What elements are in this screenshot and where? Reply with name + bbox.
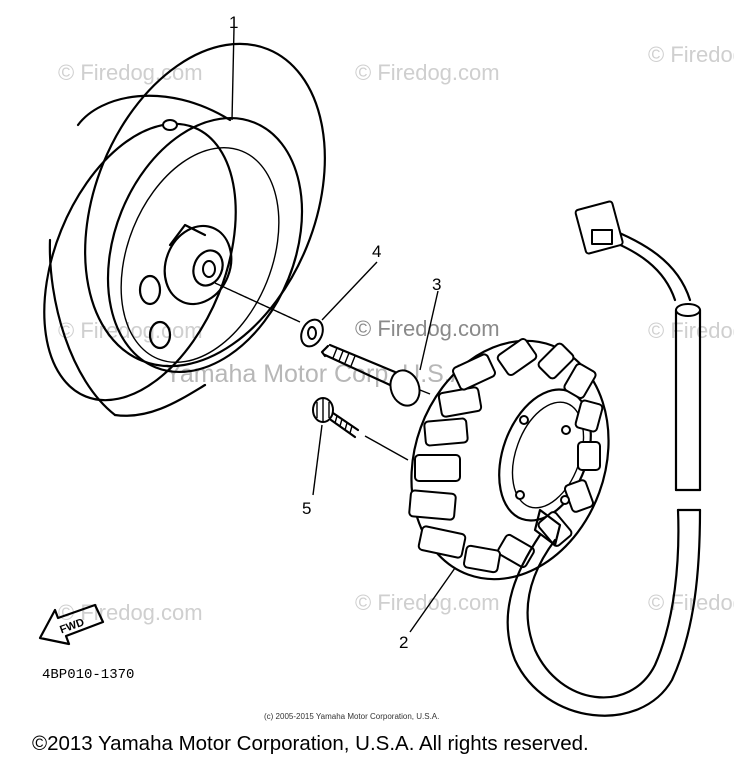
watermark-firedog: © Firedog.com [58, 600, 203, 625]
callout-labels: 1 2 3 4 5 [229, 13, 441, 652]
callout-2: 2 [399, 633, 408, 652]
bolt-drawing [320, 343, 431, 407]
watermark-layer: © Firedog.com © Firedog.com © Firedog.co… [58, 42, 734, 625]
watermark-yamaha: Yamaha Motor Corp. U.S.A. [165, 360, 474, 388]
footer-copyright: ©2013 Yamaha Motor Corporation, U.S.A. A… [32, 732, 589, 755]
watermark-firedog: © Firedog.com [648, 318, 734, 343]
callout-1: 1 [229, 13, 238, 32]
diagram-reference-code: 4BP010-1370 [42, 667, 134, 683]
small-copyright: (c) 2005-2015 Yamaha Motor Corporation, … [264, 712, 439, 721]
watermark-firedog: © Firedog.com [648, 42, 734, 67]
screw-drawing [312, 397, 409, 461]
callout-3: 3 [432, 275, 441, 294]
watermark-firedog: © Firedog.com [648, 590, 734, 615]
stator-coil-drawing [408, 337, 610, 581]
leader-lines [231, 27, 456, 633]
callout-5: 5 [302, 499, 311, 518]
callout-4: 4 [372, 242, 381, 261]
stator-poles [408, 337, 604, 574]
flywheel-rotor-drawing [43, 42, 326, 417]
washer-drawing [300, 318, 324, 348]
wire-harness-drawing [506, 200, 702, 717]
watermark-firedog: © Firedog.com [355, 590, 500, 615]
watermark-firedog: © Firedog.com [355, 60, 500, 85]
